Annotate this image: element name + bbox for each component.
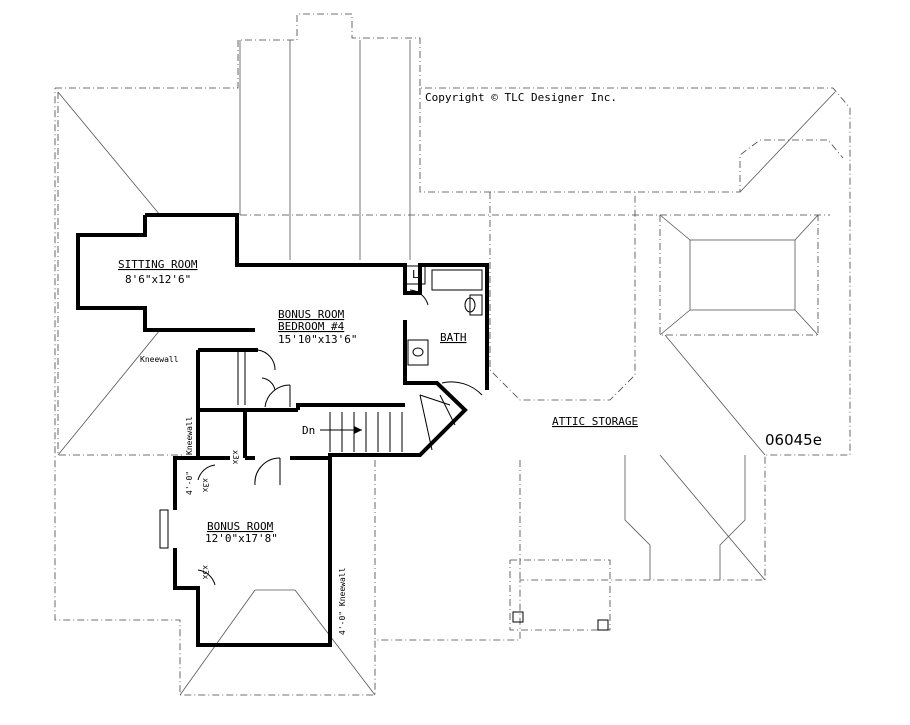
- copyright: Copyright © TLC Designer Inc.: [425, 91, 617, 104]
- bonus-bedroom-name-2: BEDROOM #4: [278, 320, 345, 333]
- sitting-room-name: SITTING ROOM: [118, 258, 198, 271]
- bonus-room-name: BONUS ROOM: [207, 520, 274, 533]
- closet-label-a: x3x: [201, 478, 210, 493]
- closet-label-c: x3x: [231, 450, 240, 465]
- doors: [159, 289, 429, 586]
- stair: [320, 394, 456, 452]
- roof-hips: [57, 40, 836, 696]
- closet-label-b: x3x: [201, 565, 210, 580]
- kneewall-long-label: 4'-0" Kneewall: [338, 567, 347, 635]
- bonus-room-size: 12'0"x17'8": [205, 532, 278, 545]
- bath-label: BATH: [440, 331, 467, 344]
- sitting-room-size: 8'6"x12'6": [125, 273, 191, 286]
- stair-dn-label: Dn: [302, 424, 315, 437]
- bonus-bedroom-name-1: BONUS ROOM: [278, 308, 345, 321]
- attic-label: ATTIC STORAGE: [552, 415, 638, 428]
- linen-label: L: [412, 268, 419, 281]
- fixtures: [404, 265, 483, 396]
- kneewall-label: Kneewall: [140, 355, 179, 364]
- walls: [76, 213, 489, 647]
- roof-outline: [54, 13, 851, 696]
- height-left-label: 4'-0": [185, 471, 194, 495]
- plan-number: 06045e: [765, 431, 822, 449]
- kneewall-side-label: Kneewall: [185, 416, 194, 455]
- bonus-bedroom-size: 15'10"x13'6": [278, 333, 357, 346]
